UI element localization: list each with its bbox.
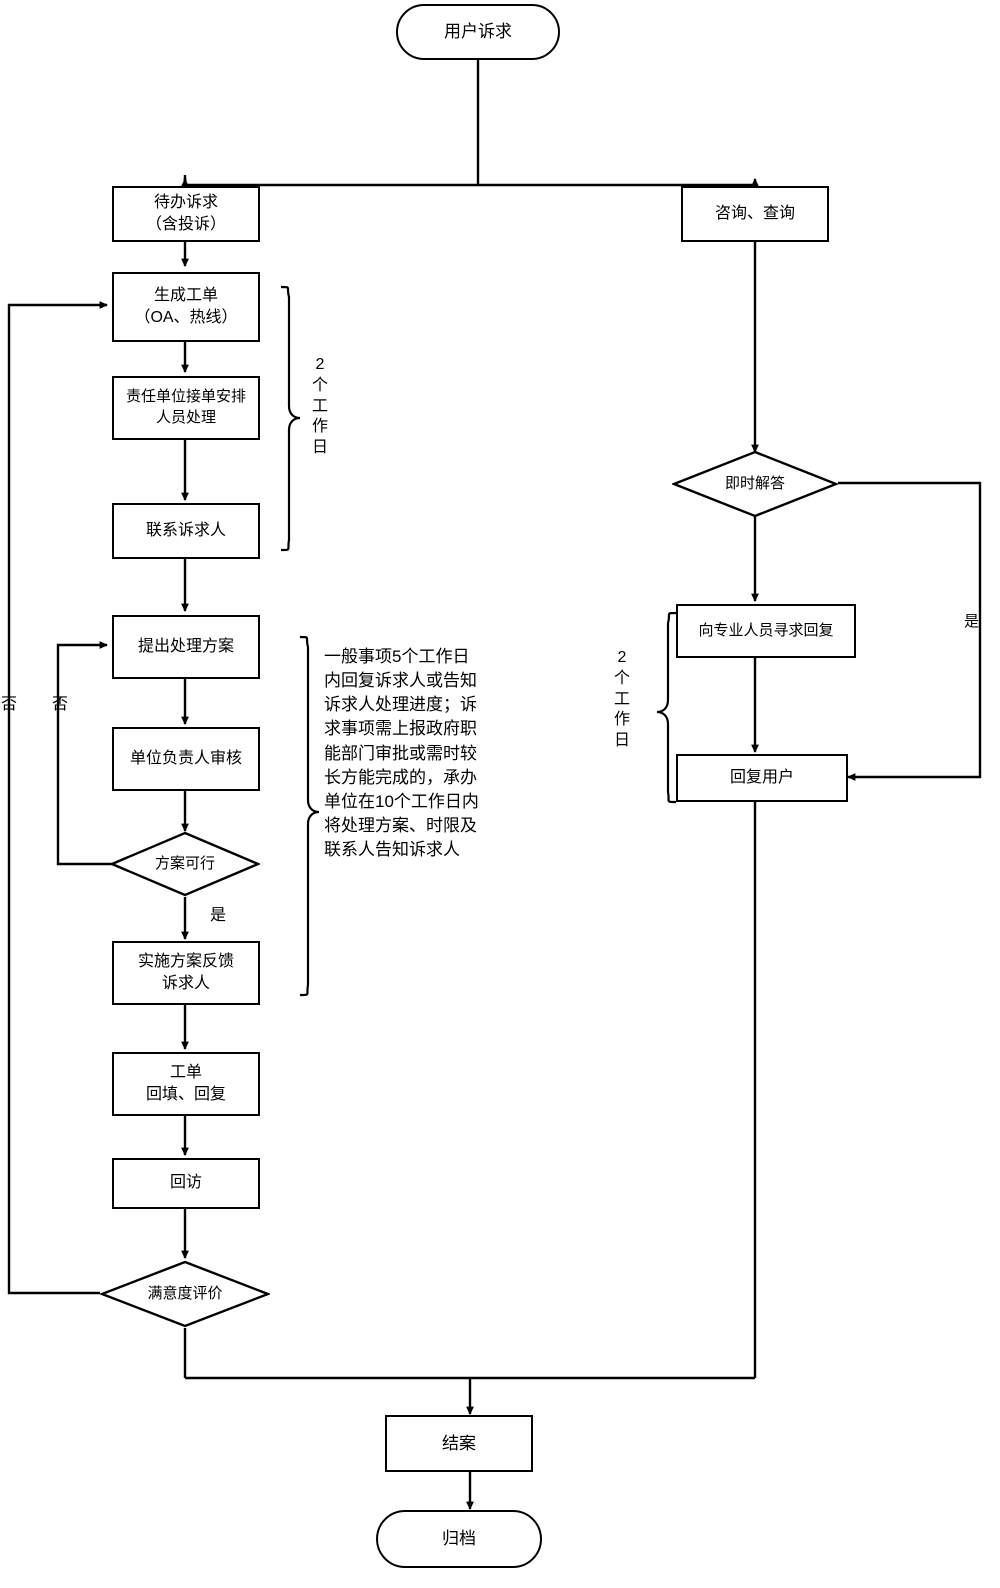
node-seek-expert-reply[interactable]: 向专业人员寻求回复 [676,604,856,658]
annotation-processing-note: 一般事项5个工作日内回复诉求人或告知诉求人处理进度；诉求事项需上报政府职能部门审… [324,647,479,859]
annotation-right-two-working-days: 2个工作日 [613,649,630,750]
node-assign-handler[interactable]: 责任单位接单安排 人员处理 [112,376,260,440]
node-label: 满意度评价 [147,1284,223,1302]
brace-paths [280,285,677,997]
node-pending-request[interactable]: 待办诉求 （含投诉） [112,186,260,242]
diamond-shape [100,1260,270,1328]
node-plan-feasible[interactable]: 方案可行 [110,831,260,897]
node-reply-user[interactable]: 回复用户 [676,754,848,802]
edge-label-yes-feasible: 是 [210,907,227,924]
node-order-fillback[interactable]: 工单 回填、回复 [112,1052,260,1116]
node-consult-query[interactable]: 咨询、查询 [681,186,829,242]
edge-label-no-outer: 否 [0,696,18,713]
node-create-work-order[interactable]: 生成工单 （OA、热线） [112,272,260,342]
node-contact-petitioner[interactable]: 联系诉求人 [112,503,260,559]
node-propose-plan[interactable]: 提出处理方案 [112,615,260,679]
node-instant-answer[interactable]: 即时解答 [672,450,838,518]
node-label: 方案可行 [154,854,215,872]
node-archive[interactable]: 归档 [376,1510,542,1568]
edge-label-no-inner: 否 [51,696,69,713]
edge-label-yes-instant: 是 [964,613,980,630]
diamond-shape [672,450,838,518]
node-label: 即时解答 [724,474,785,492]
node-start[interactable]: 用户诉求 [396,4,560,60]
diamond-shape [110,831,260,897]
node-revisit[interactable]: 回访 [112,1158,260,1209]
node-case-closed[interactable]: 结案 [385,1415,533,1472]
node-satisfaction-rating[interactable]: 满意度评价 [100,1260,270,1328]
annotation-left-two-working-days: 2个工作日 [311,356,328,457]
node-implement-feedback[interactable]: 实施方案反馈 诉求人 [112,941,260,1005]
node-leader-review[interactable]: 单位负责人审核 [112,727,260,791]
